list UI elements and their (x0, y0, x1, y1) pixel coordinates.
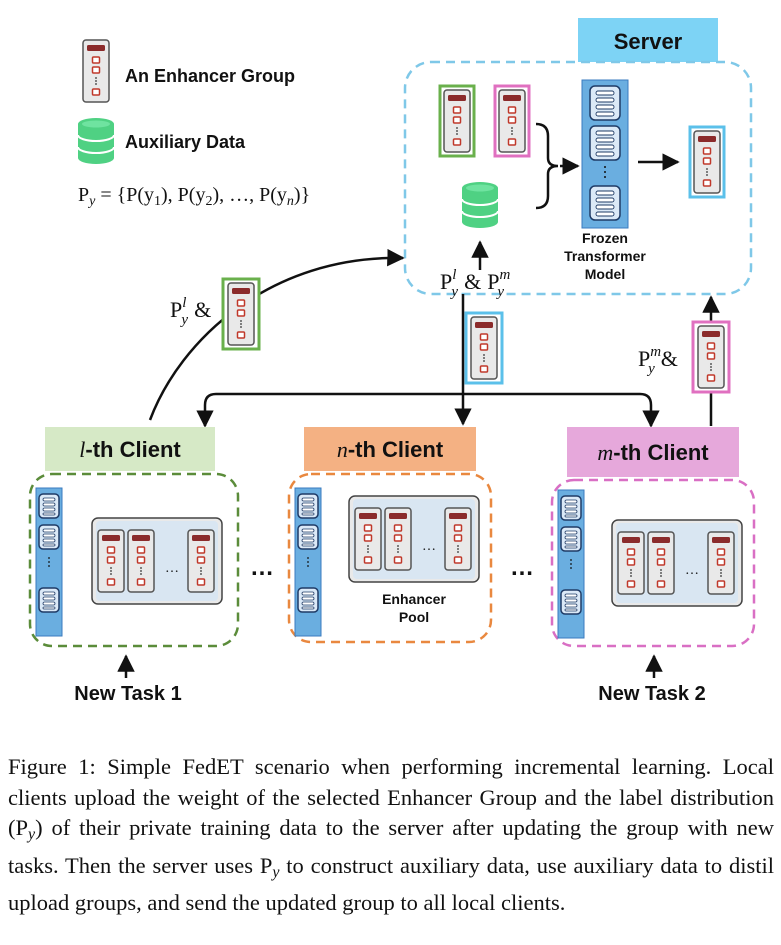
client-model-column (295, 488, 321, 636)
m-client-box (550, 478, 756, 648)
frozen-transformer-column (581, 79, 629, 229)
fedet-diagram: An Enhancer Group Auxiliary Data Py = {P… (28, 18, 756, 705)
clients-ellipsis-left: … (250, 554, 274, 581)
model-label-3: Model (585, 266, 625, 282)
enhancer-group-icon (82, 39, 110, 103)
brace (535, 122, 559, 210)
enhancer-group-icon (227, 282, 255, 346)
legend-py-formula: Py = {P(y1), P(y2), …, P(yn)} (78, 184, 310, 209)
l-client-header (45, 427, 215, 471)
clients-ellipsis-right: … (510, 554, 534, 581)
model-label-2: Transformer (564, 248, 646, 264)
enhancer-group-icon (470, 316, 498, 380)
l-client-box (28, 472, 240, 648)
n-client-box (287, 472, 493, 644)
green-highlight (438, 84, 476, 158)
client-model-column (558, 490, 584, 638)
enhancer-pool-label-2: Pool (399, 609, 429, 625)
enhancer-pool (612, 520, 742, 606)
enhancer-group-icon (498, 89, 526, 153)
n-client-header (304, 427, 476, 471)
enhancer-pool-label-1: Enhancer (382, 591, 446, 607)
blue-highlight (688, 125, 726, 199)
server-title: Server (614, 29, 683, 54)
pink-highlight (493, 84, 531, 158)
server-box (403, 60, 753, 296)
m-client-title: m-th Client (597, 440, 709, 465)
enhancer-pool (92, 518, 222, 604)
l-client-upload-arrow (148, 248, 405, 421)
n-client-title: n-th Client (337, 437, 444, 462)
enhancer-group-icon (697, 325, 725, 389)
l-client-title: l-th Client (79, 437, 181, 462)
broadcast-arrow (196, 392, 660, 428)
pool-ellipsis: … (165, 561, 179, 576)
legend-enhancer-label: An Enhancer Group (125, 66, 295, 86)
enhancer-group-icon (693, 130, 721, 194)
figure-caption: Figure 1: Simple FedET scenario when per… (8, 754, 774, 915)
m-client-header (567, 427, 739, 477)
enhancer-pool (349, 496, 479, 582)
enhancer-group-icon (443, 89, 471, 153)
auxiliary-data-icon (461, 181, 499, 229)
client-model-column (36, 488, 62, 636)
pool-ellipsis: … (422, 539, 436, 554)
legend-auxiliary-label: Auxiliary Data (125, 132, 246, 152)
pool-ellipsis: … (685, 563, 699, 578)
server-header (578, 18, 718, 62)
new-task-2-label: New Task 2 (598, 683, 705, 705)
auxiliary-data-icon (77, 117, 115, 165)
new-task-1-label: New Task 1 (74, 683, 181, 705)
model-label-1: Frozen (582, 230, 628, 246)
